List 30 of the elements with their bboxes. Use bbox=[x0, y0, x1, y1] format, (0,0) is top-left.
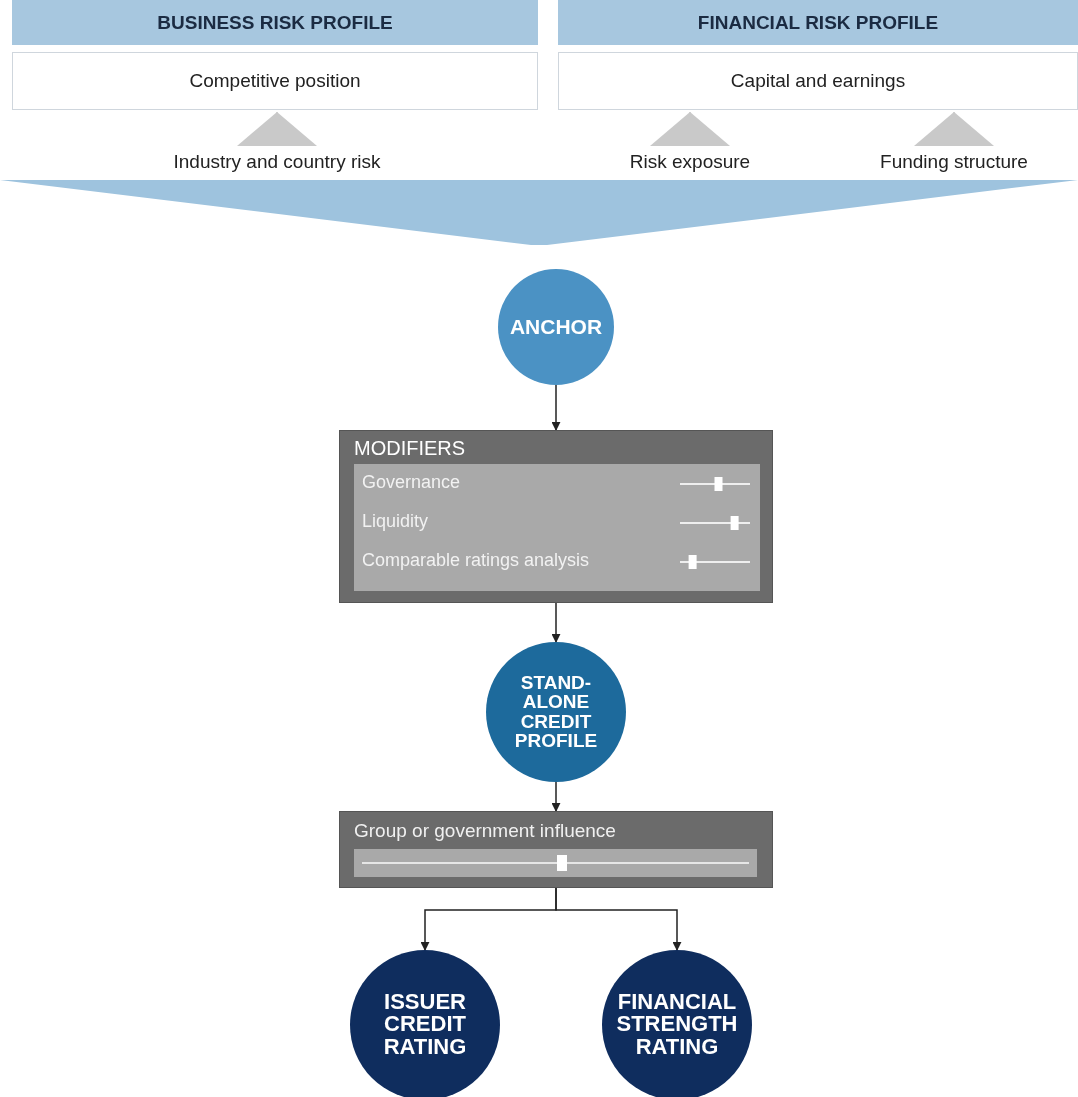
arrow bbox=[551, 384, 561, 431]
arrow bbox=[551, 602, 561, 643]
triangle-arrow bbox=[237, 111, 317, 147]
modifier-list bbox=[354, 464, 760, 591]
factor-box bbox=[558, 52, 1078, 110]
influence-panel bbox=[339, 811, 773, 888]
section-header bbox=[12, 0, 538, 45]
header-title: BUSINESS RISK PROFILE bbox=[156, 12, 394, 34]
circle-label: ANCHOR bbox=[508, 316, 604, 338]
factor-label: Funding structure bbox=[843, 146, 1065, 178]
modifier-label: Governance bbox=[362, 472, 461, 493]
circle-label: ISSUER CREDIT RATING bbox=[382, 991, 468, 1059]
modifier-label: Comparable ratings analysis bbox=[362, 550, 590, 571]
factor-label: Capital and earnings bbox=[729, 70, 907, 92]
arrow bbox=[555, 887, 682, 951]
circle-label: STAND- ALONE CREDIT PROFILE bbox=[513, 673, 599, 751]
modifier-label: Liquidity bbox=[362, 511, 429, 532]
section-header bbox=[558, 0, 1078, 45]
triangle-arrow bbox=[914, 111, 994, 147]
panel-title: Group or government influence bbox=[354, 820, 616, 842]
factor-box bbox=[12, 52, 538, 110]
factor-label: Industry and country risk bbox=[152, 146, 402, 178]
panel-title: MODIFIERS bbox=[354, 437, 466, 460]
arrow bbox=[551, 781, 561, 812]
factor-label: Competitive position bbox=[188, 70, 362, 92]
header-title: FINANCIAL RISK PROFILE bbox=[696, 12, 940, 34]
modifiers-panel bbox=[339, 430, 773, 603]
triangle-arrow bbox=[650, 111, 730, 147]
circle-label: FINANCIAL STRENGTH RATING bbox=[615, 991, 739, 1059]
factor-label: Risk exposure bbox=[595, 146, 785, 178]
